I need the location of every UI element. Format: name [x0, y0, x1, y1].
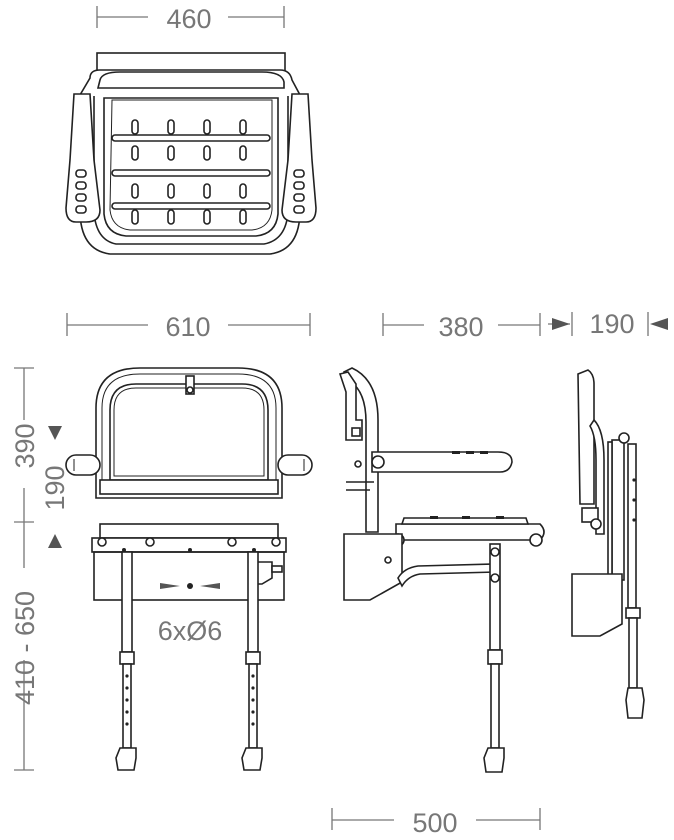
top-view: 460: [65, 4, 317, 255]
dimension-armrest-height-label: 190: [40, 465, 70, 510]
front-right-leg: [241, 551, 263, 771]
arrow-up-icon: [48, 534, 62, 548]
arrow-down-icon: [48, 426, 62, 440]
front-right-armrest: [277, 454, 313, 476]
dimension-front-width-label: 610: [165, 312, 210, 342]
dimension-side-depth: 380: [382, 312, 541, 342]
front-backrest: [95, 367, 283, 499]
top-right-armrest: [281, 93, 317, 223]
dimension-folded-depth: 190: [548, 309, 668, 339]
dimension-front-width: 610: [66, 312, 311, 342]
dimension-side-depth-label: 380: [438, 312, 483, 342]
front-left-leg: [115, 551, 137, 771]
vertical-dimensions: 390 410 - 650 190: [10, 367, 70, 771]
drain-slots: [131, 119, 247, 225]
dimension-top-width: 460: [96, 4, 285, 34]
dimension-folded-depth-label: 190: [589, 309, 634, 339]
dimension-leg-depth-label: 500: [412, 808, 457, 838]
dimension-leg-depth: 500: [331, 808, 541, 838]
arrow-right-icon: [552, 318, 570, 330]
mounting-holes: [160, 583, 220, 589]
dimension-top-width-label: 460: [166, 4, 211, 34]
top-left-armrest: [65, 93, 101, 223]
front-view: 610 390 410 - 650 190: [10, 312, 313, 771]
front-left-armrest: [65, 454, 101, 476]
dimension-backrest-height-label: 390: [10, 423, 40, 468]
arrow-left-icon: [650, 318, 668, 330]
dimension-holes-label: 6xØ6: [158, 616, 223, 646]
dimension-seat-height-label: 410 - 650: [10, 591, 40, 705]
folded-view: 190: [548, 309, 668, 719]
side-view: 380: [331, 312, 545, 838]
seat-rivets: [97, 537, 281, 552]
